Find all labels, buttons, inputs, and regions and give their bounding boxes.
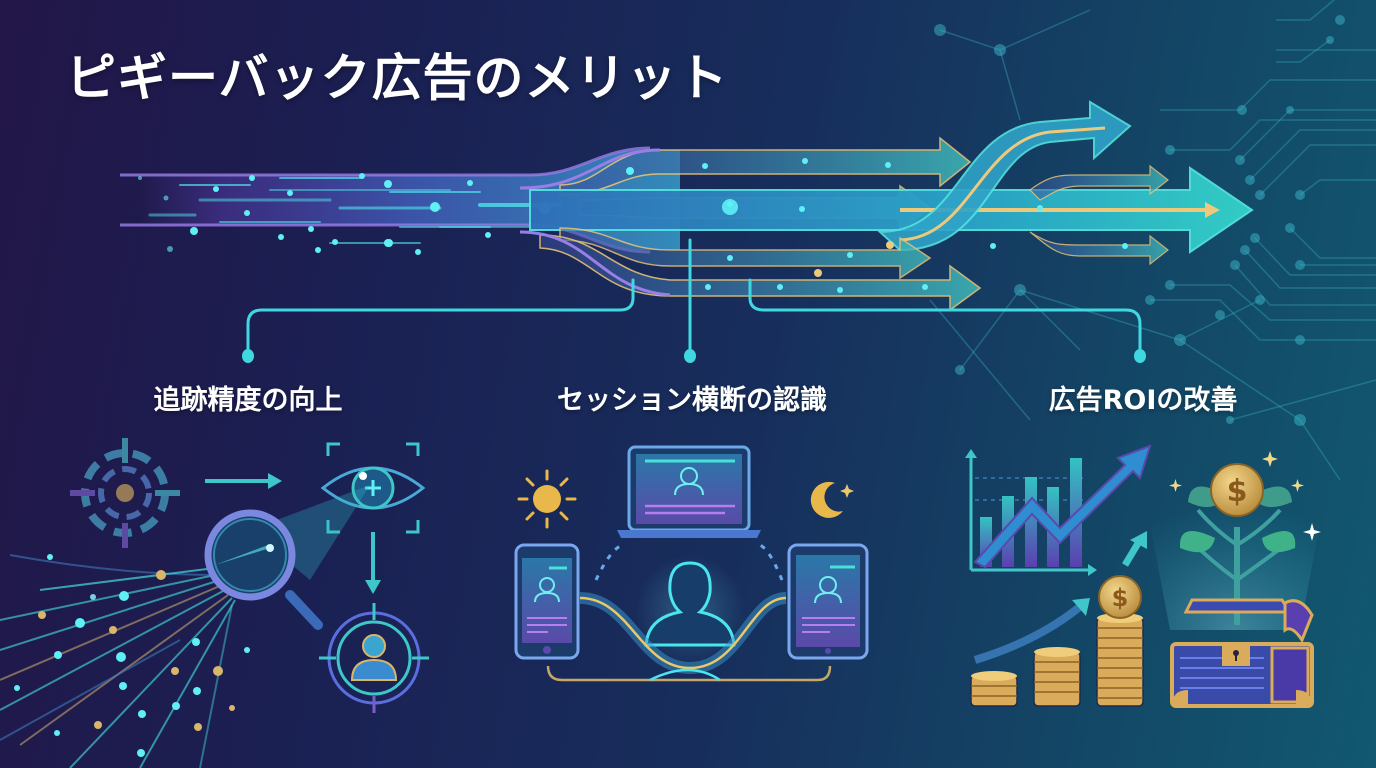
benefit-connectors — [246, 238, 1142, 354]
trend-arrow-icon — [973, 444, 1152, 569]
tablet-icon — [787, 543, 869, 660]
tracking-illustration — [0, 438, 429, 768]
cross-session-illustration — [514, 445, 869, 682]
focus-beam — [250, 485, 370, 580]
benefit-label-cross-session: セッション横断の認識 — [557, 385, 827, 416]
arrow-right-icon — [205, 473, 282, 489]
connection-path-icon — [546, 592, 832, 682]
circuit-network-decoration — [929, 0, 1376, 481]
laptop-icon — [617, 445, 761, 538]
page-title: ピギーバック広告のメリット — [66, 49, 729, 107]
eye-focus-icon — [320, 442, 426, 534]
user-target-icon — [319, 603, 429, 713]
svg-text:$: $ — [1112, 584, 1129, 612]
benefit-label-tracking-accuracy: 追跡精度の向上 — [153, 385, 343, 416]
small-growth-arrows — [973, 531, 1147, 664]
circuit-nodes — [934, 15, 1345, 426]
data-stream-icon — [0, 554, 236, 768]
blurred-target-icon — [70, 438, 180, 548]
arrow-down-icon — [365, 532, 381, 594]
treasure-chest-icon — [1170, 598, 1314, 708]
moon-icon — [810, 481, 854, 518]
svg-text:$: $ — [1227, 474, 1248, 509]
branch-arrows — [519, 100, 1254, 312]
smartphone-icon — [514, 543, 580, 660]
benefit-label-ad-roi: 広告ROIの改善 — [1048, 385, 1238, 416]
dollar-coin-icon: $ — [1098, 575, 1142, 619]
coin-stack-icon — [970, 613, 1144, 707]
user-silhouette-icon — [644, 561, 736, 647]
sun-icon — [517, 469, 577, 529]
money-plant-icon: $ — [1169, 451, 1321, 625]
magnifier-icon — [204, 509, 323, 630]
roi-illustration: $ $ — [965, 444, 1330, 708]
